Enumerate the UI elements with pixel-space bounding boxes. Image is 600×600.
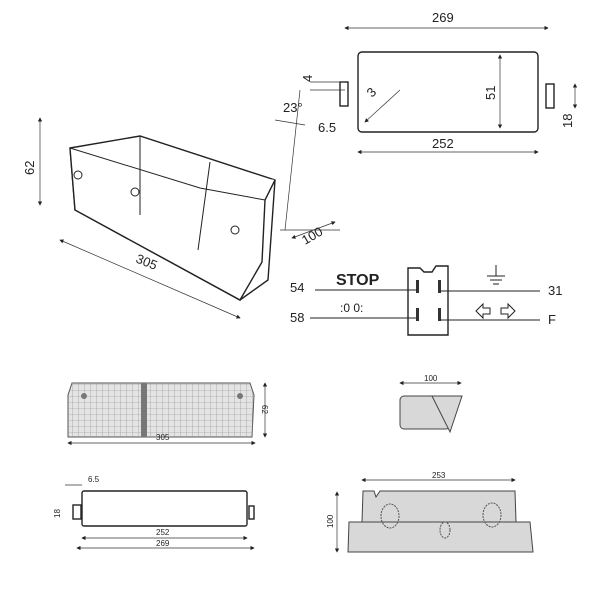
height-dimension: 62 [22,161,37,175]
stop-label: STOP [336,272,380,289]
tail-light-icon: :0 0: [340,301,363,315]
turn-signal-icon [475,302,516,320]
offset-dimension: 6.5 [318,120,336,135]
rear-outer-width-dimension: 269 [156,539,170,548]
wiring-diagram: 54 STOP 58 31 F :0 0: [290,265,562,336]
rear-view: 269 252 51 4 3 6.5 18 [300,10,578,155]
terminal-58: 58 [290,310,304,325]
open-width-dimension: 253 [432,471,446,480]
front-view-small: 305 62 [67,382,269,446]
terminal-31: 31 [548,283,562,298]
terminal-54: 54 [290,280,304,295]
pin-height-dimension: 18 [560,114,575,128]
rear-view-small: 6.5 18 252 269 [53,475,255,551]
angle-dimension: 23° [283,100,303,115]
ground-icon [487,265,505,285]
open-height-dimension: 100 [326,514,335,528]
front-height-dimension: 62 [260,405,269,414]
front-width-dimension: 305 [156,433,170,442]
height-dimension-51: 51 [483,86,498,100]
rear-offset-dimension: 6.5 [88,475,100,484]
outer-width-dimension: 269 [432,10,454,25]
side-view-small: 100 [399,374,463,434]
pin-width-dimension: 4 [300,75,315,82]
open-view-small: 253 100 [326,471,534,553]
side-depth-dimension: 100 [424,374,438,383]
rear-pin-height-dimension: 18 [53,509,62,518]
perspective-view: 62 305 100 23° [22,89,340,319]
svg-text::0 0:: :0 0: [340,301,363,315]
terminal-f: F [548,312,556,327]
rear-inner-width-dimension: 252 [156,528,170,537]
inner-width-dimension: 252 [432,136,454,151]
